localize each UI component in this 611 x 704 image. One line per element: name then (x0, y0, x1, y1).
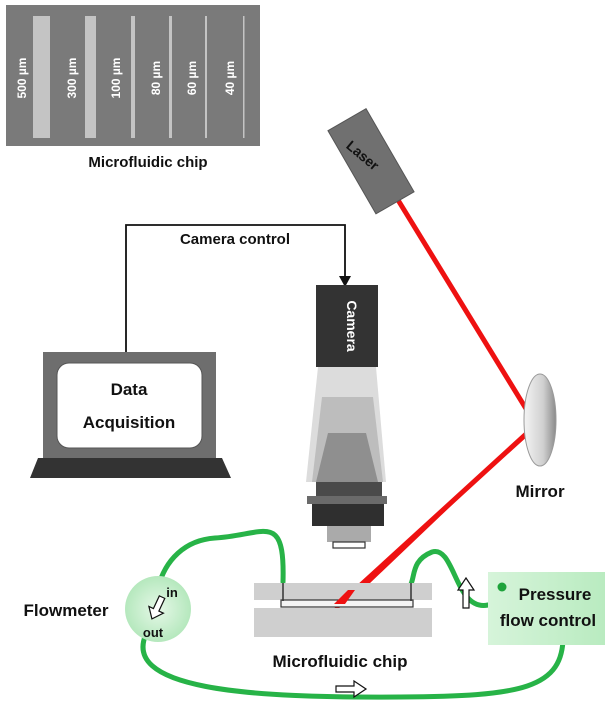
data-acquisition-label-2: Acquisition (83, 413, 176, 432)
flowmeter-in-label: in (166, 585, 178, 600)
camera-control-label: Camera control (180, 231, 290, 248)
data-acquisition-label-1: Data (111, 380, 148, 399)
pressure-flow-control: Pressure flow control (488, 572, 605, 645)
flow-right-arrow-icon (335, 679, 368, 699)
channel-100um (131, 16, 135, 138)
camera-control-arrowhead (339, 276, 351, 287)
channel-80um (169, 16, 172, 138)
channel-40um (243, 16, 245, 138)
camera-control-line: Camera control (125, 224, 351, 352)
laptop: Data Acquisition (30, 352, 231, 478)
channel-label-100: 100 µm (109, 58, 123, 99)
channel-300um (85, 16, 96, 138)
camera-body (316, 285, 378, 367)
laser-body (327, 108, 415, 215)
channel-label-500: 500 µm (15, 58, 29, 99)
pressure-box (488, 572, 605, 645)
status-dot (497, 582, 507, 592)
objective-lens (327, 526, 371, 542)
flowmeter-label: Flowmeter (23, 601, 108, 620)
flow-down-arrow-icon (148, 595, 166, 620)
objective-ring-2 (307, 496, 387, 504)
objective-cone-core (316, 433, 378, 482)
laptop-base (30, 458, 231, 478)
laser: Laser (327, 108, 415, 215)
channel-label-80: 80 µm (149, 61, 163, 95)
flowmeter: in out Flowmeter (23, 576, 191, 642)
chip-top-layer (254, 583, 432, 600)
laser-spot (334, 590, 355, 604)
channel-500um (33, 16, 50, 138)
objective-tip (332, 541, 366, 549)
pressure-label-1: Pressure (519, 585, 592, 604)
chip-bottom-layer (254, 608, 432, 637)
mirror: Mirror (515, 373, 565, 501)
tube-flowmeter-to-pressure (140, 627, 566, 700)
channel-60um (205, 16, 207, 138)
flowmeter-out-label: out (143, 625, 164, 640)
tube-chip-to-flowmeter (155, 528, 286, 591)
camera-assembly: Camera (306, 285, 387, 549)
flow-up-arrow-icon (456, 576, 476, 609)
laptop-screen (56, 362, 203, 449)
objective-ring-1 (316, 482, 382, 496)
camera-label: Camera (344, 300, 360, 352)
channel-label-60: 60 µm (185, 61, 199, 95)
chip-inset: 500 µm 300 µm 100 µm 80 µm 60 µm 40 µm M… (6, 5, 260, 171)
mirror-label: Mirror (515, 482, 565, 501)
channel-label-300: 300 µm (65, 58, 79, 99)
microfluidic-chip: Microfluidic chip (254, 583, 432, 671)
objective-ring-3 (312, 504, 384, 526)
pressure-label-2: flow control (500, 611, 596, 630)
chip-label: Microfluidic chip (272, 652, 407, 671)
laser-beam (330, 198, 539, 612)
inset-title: Microfluidic chip (88, 154, 207, 171)
channel-label-40: 40 µm (223, 61, 237, 95)
mirror-shape (523, 373, 557, 467)
